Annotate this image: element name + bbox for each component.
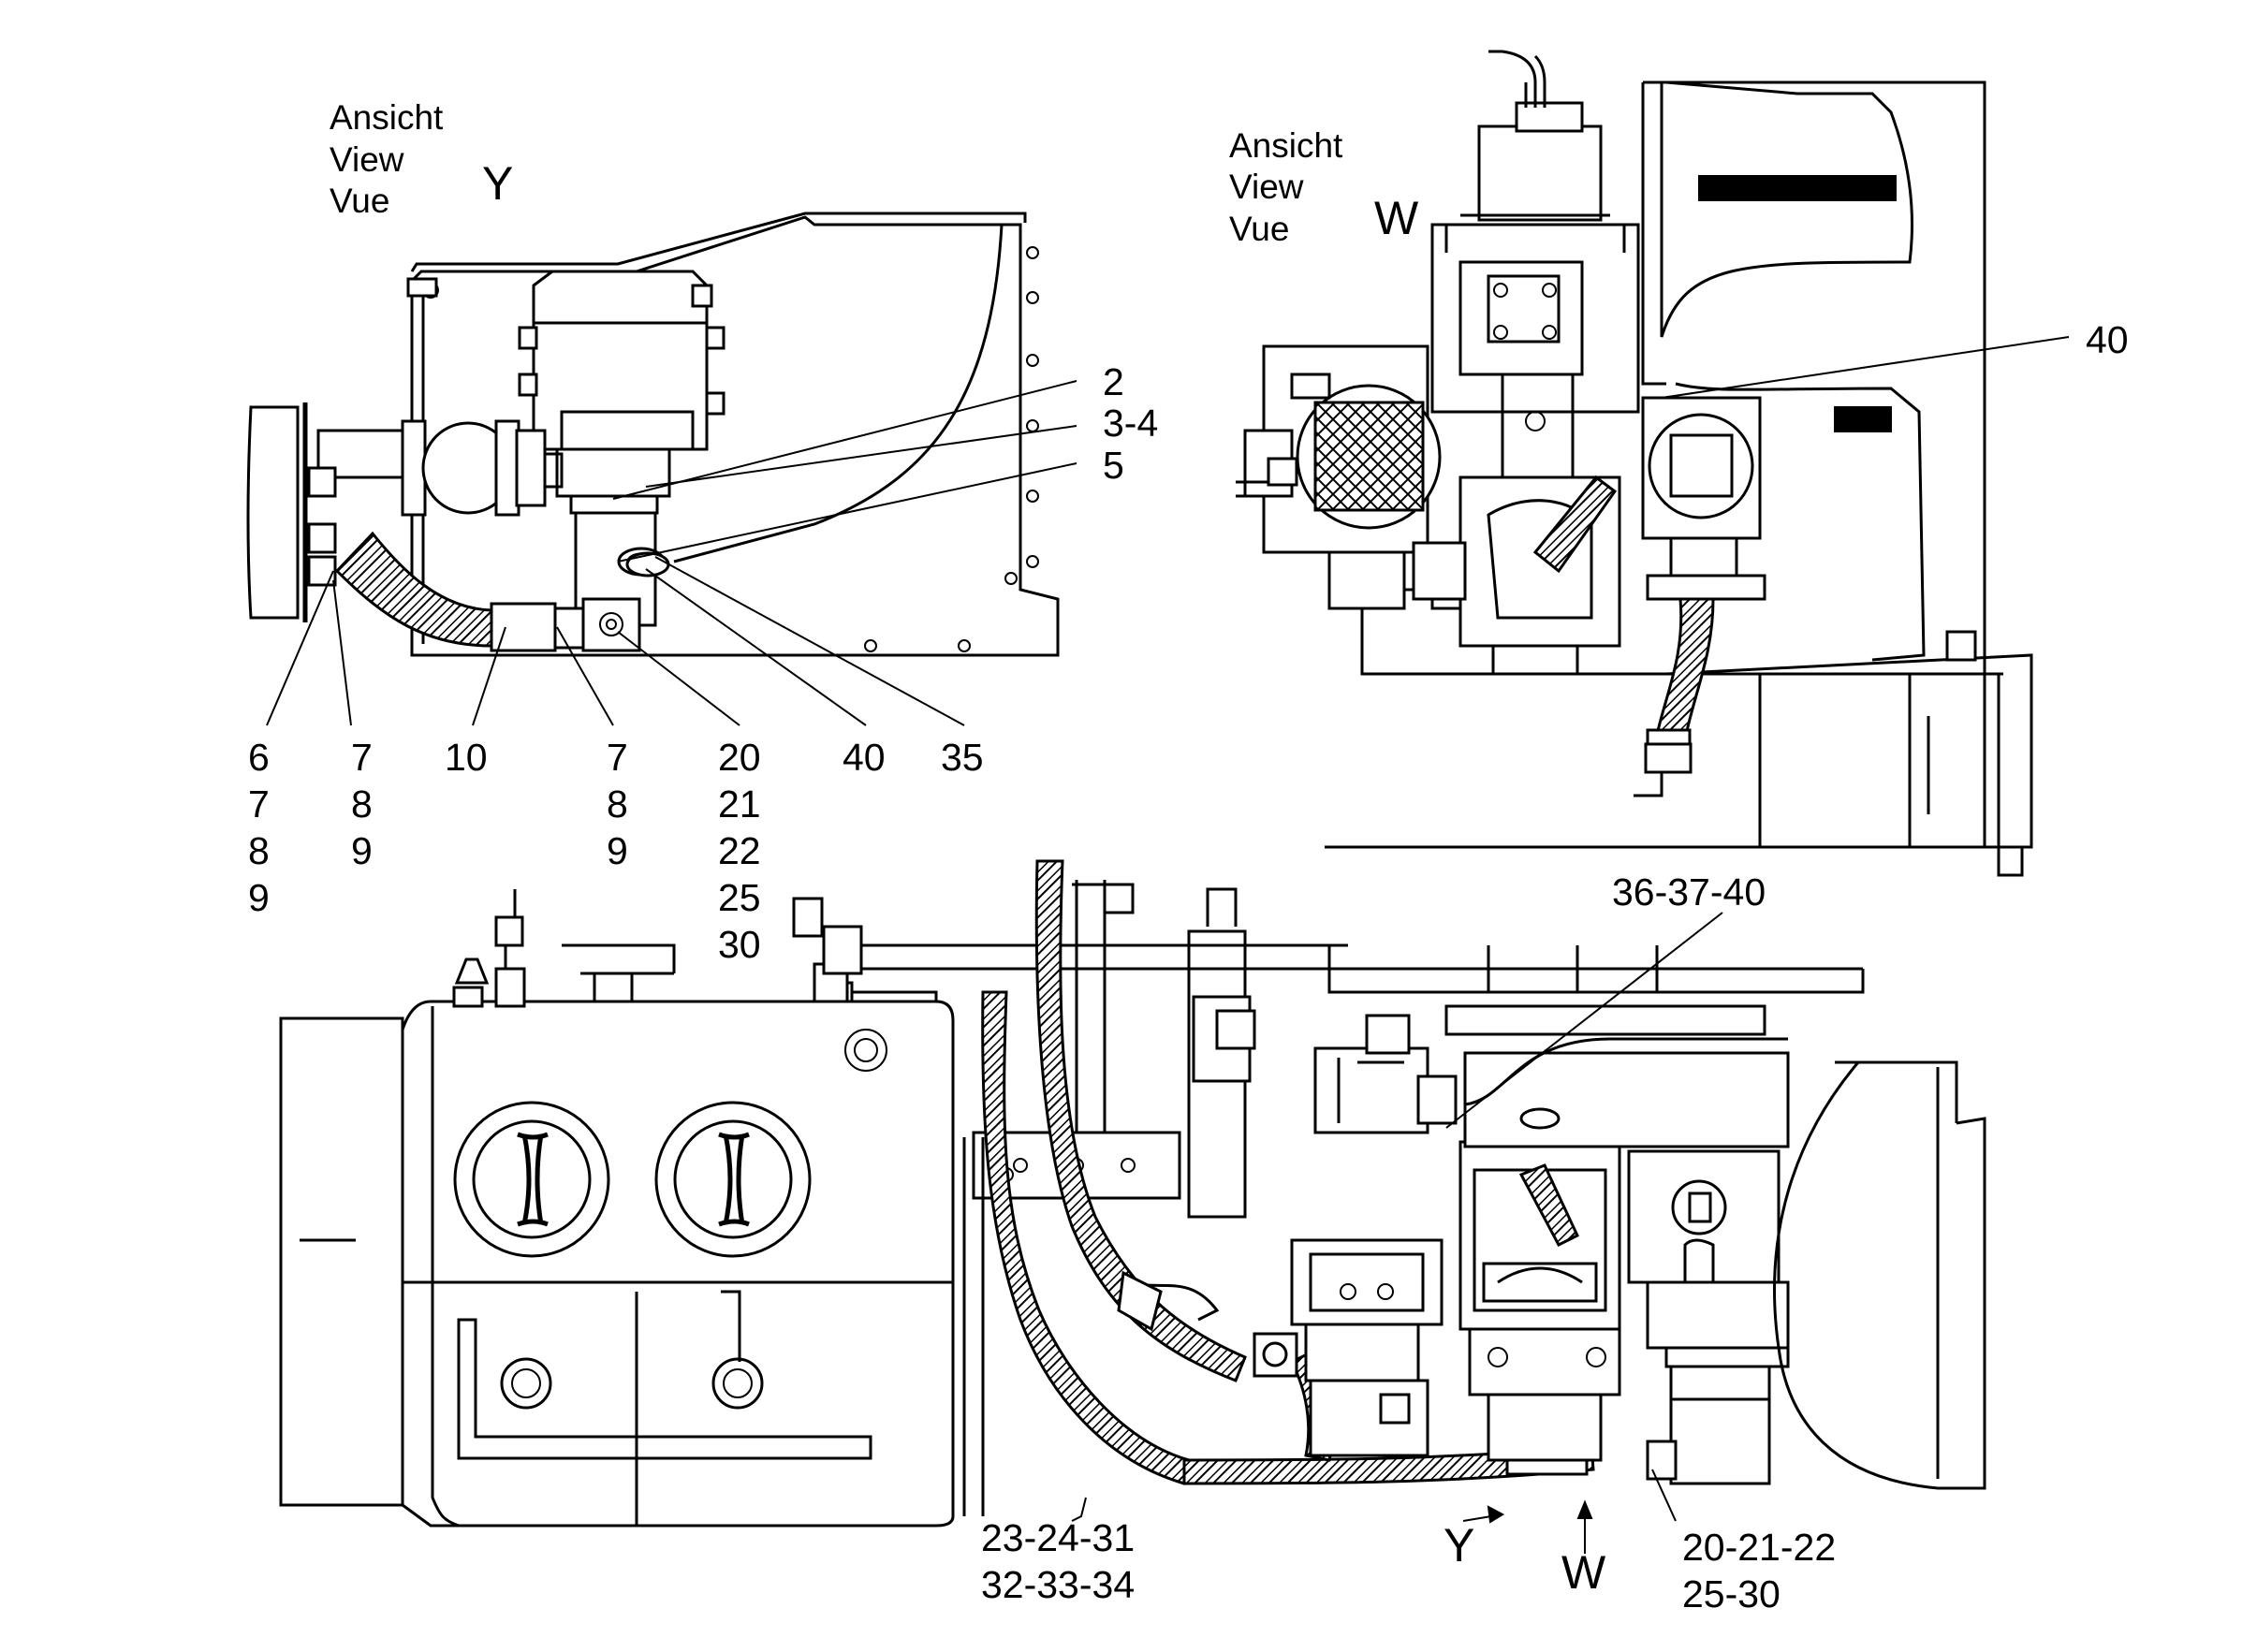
view-w-heading-de: Ansicht xyxy=(1229,126,1343,165)
view-y-heading-fr: Vue xyxy=(330,182,389,220)
callout-label: 35 xyxy=(941,736,984,779)
callout-label: 8 xyxy=(351,782,373,826)
view-y-letter: Y xyxy=(482,157,513,210)
callout-label: 30 xyxy=(718,923,761,966)
callout-label: 2 xyxy=(1103,360,1124,403)
callout-label: 6 xyxy=(248,736,270,779)
view-w-arrow-label: W xyxy=(1561,1546,1606,1599)
view-y-heading-de: Ansicht xyxy=(330,98,444,137)
callout-label: 20 xyxy=(718,736,761,779)
callout-label: 21 xyxy=(718,782,761,826)
view-w-letter: W xyxy=(1374,192,1419,244)
callout-label: 9 xyxy=(607,829,628,872)
view-y-bottom-labels: 6 7 8 9 7 8 9 10 7 8 9 20 21 22 25 30 40… xyxy=(248,736,984,966)
callout-label: 10 xyxy=(445,736,488,779)
callout-label: 22 xyxy=(718,829,761,872)
callout-label: 9 xyxy=(351,829,373,872)
view-w-drawing xyxy=(1236,50,2070,877)
callout-label: 7 xyxy=(248,782,270,826)
view-y-arrow-label: Y xyxy=(1444,1519,1474,1572)
view-y-heading-en: View xyxy=(330,140,404,179)
callout-label: 32-33-34 xyxy=(981,1563,1135,1606)
callout-label: 8 xyxy=(248,829,270,872)
callout-label: 3-4 xyxy=(1103,402,1158,445)
view-w-heading-fr: Vue xyxy=(1229,210,1289,248)
callout-label: 25-30 xyxy=(1682,1572,1781,1615)
callout-label: 40 xyxy=(843,736,886,779)
callout-label: 8 xyxy=(607,782,628,826)
callout-label: 25 xyxy=(718,876,761,919)
view-w-heading-en: View xyxy=(1229,168,1304,206)
main-view-drawing xyxy=(279,859,1986,1554)
callout-label: 23-24-31 xyxy=(981,1516,1135,1559)
callout-label: 7 xyxy=(607,736,628,779)
callout-label: 7 xyxy=(351,736,373,779)
callout-label-36-37-40: 36-37-40 xyxy=(1612,870,1766,914)
callout-label: 9 xyxy=(248,876,270,919)
view-y-drawing xyxy=(246,212,1077,726)
callout-label: 20-21-22 xyxy=(1682,1526,1836,1569)
callout-label: 5 xyxy=(1103,444,1124,487)
callout-label: 40 xyxy=(2086,318,2129,361)
